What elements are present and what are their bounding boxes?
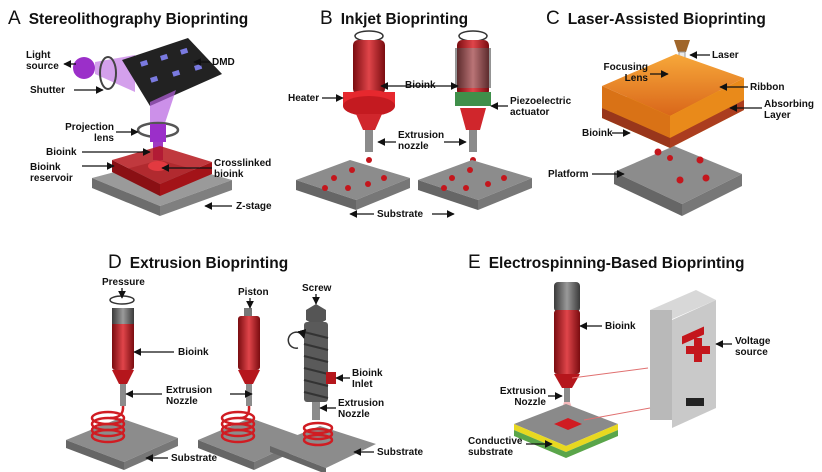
label-d-substrate-1: Substrate [171, 453, 218, 464]
label-c-focusing-lens: Focusing Lens [603, 62, 648, 84]
label-d-substrate-2: Substrate [377, 447, 424, 458]
label-e-voltage-source: Voltage source [735, 336, 771, 358]
label-b-piezo: Piezoelectric actuator [510, 96, 572, 118]
panel-a-name: Stereolithography Bioprinting [28, 11, 249, 28]
label-d-screw: Screw [302, 283, 332, 294]
panel-e-name: Electrospinning-Based Bioprinting [488, 255, 745, 272]
light-source-icon [73, 57, 95, 79]
piezo-actuator [455, 92, 491, 106]
panel-b-name: Inkjet Bioprinting [340, 11, 469, 28]
panel-a-art [73, 38, 232, 216]
panel-c-letter: C [546, 8, 560, 29]
label-a-z-stage: Z-stage [236, 201, 272, 212]
panel-c-name: Laser-Assisted Bioprinting [567, 11, 766, 28]
substrate-b-left [296, 160, 410, 200]
panel-b-letter: B [320, 8, 333, 29]
panel-c-art [602, 40, 744, 216]
label-d-extrusion-nozzle-1: Extrusion Nozzle [166, 385, 213, 407]
label-d-bioink: Bioink [178, 347, 209, 358]
panel-a-title: A Stereolithography Bioprinting [8, 8, 248, 30]
panel-e-letter: E [468, 252, 481, 273]
panel-d-art [66, 295, 376, 472]
label-a-light-source: Light source [26, 50, 59, 72]
label-c-laser: Laser [712, 50, 739, 61]
label-e-bioink: Bioink [605, 321, 636, 332]
label-a-dmd: DMD [212, 57, 235, 68]
label-d-extrusion-nozzle-2: Extrusion Nozzle [338, 398, 385, 420]
panel-e-title: E Electrospinning-Based Bioprinting [468, 252, 744, 274]
ribbon [602, 54, 744, 116]
panel-b-title: B Inkjet Bioprinting [320, 8, 468, 30]
label-e-conductive-substrate: Conductive substrate [468, 436, 523, 458]
substrate-b-right [418, 160, 532, 200]
label-e-extrusion-nozzle: Extrusion Nozzle [499, 386, 546, 408]
label-b-heater: Heater [288, 93, 320, 104]
bioink-inlet [326, 372, 336, 384]
panel-d-letter: D [108, 252, 122, 273]
substrate-d-right [270, 426, 376, 468]
label-c-platform: Platform [548, 169, 589, 180]
label-c-bioink: Bioink [582, 128, 613, 139]
label-a-bioink-reservoir: Bioink reservoir [30, 162, 73, 184]
panel-d-name: Extrusion Bioprinting [129, 255, 289, 272]
label-d-bioink-inlet: Bioink Inlet [352, 368, 383, 390]
label-b-substrate: Substrate [377, 209, 424, 220]
platform [614, 146, 742, 204]
label-d-piston: Piston [238, 287, 269, 298]
label-a-crosslinked-bioink: Crosslinked bioink [214, 158, 272, 180]
label-a-bioink: Bioink [46, 147, 77, 158]
label-c-absorbing-layer: Absorbing Layer [764, 99, 814, 121]
label-d-pressure: Pressure [102, 277, 145, 288]
shutter-ring [99, 56, 117, 90]
panel-e-art [514, 282, 716, 458]
panel-c-title: C Laser-Assisted Bioprinting [546, 8, 766, 30]
laser-head [674, 40, 690, 52]
panel-a-letter: A [8, 8, 21, 29]
panel-d-title: D Extrusion Bioprinting [108, 252, 288, 274]
label-a-shutter: Shutter [30, 85, 65, 96]
panel-b-art [296, 30, 532, 210]
label-b-extrusion-nozzle: Extrusion nozzle [398, 130, 445, 152]
label-a-projection-lens: Projection lens [65, 122, 114, 144]
label-b-bioink: Bioink [405, 80, 436, 91]
label-c-ribbon: Ribbon [750, 82, 785, 93]
